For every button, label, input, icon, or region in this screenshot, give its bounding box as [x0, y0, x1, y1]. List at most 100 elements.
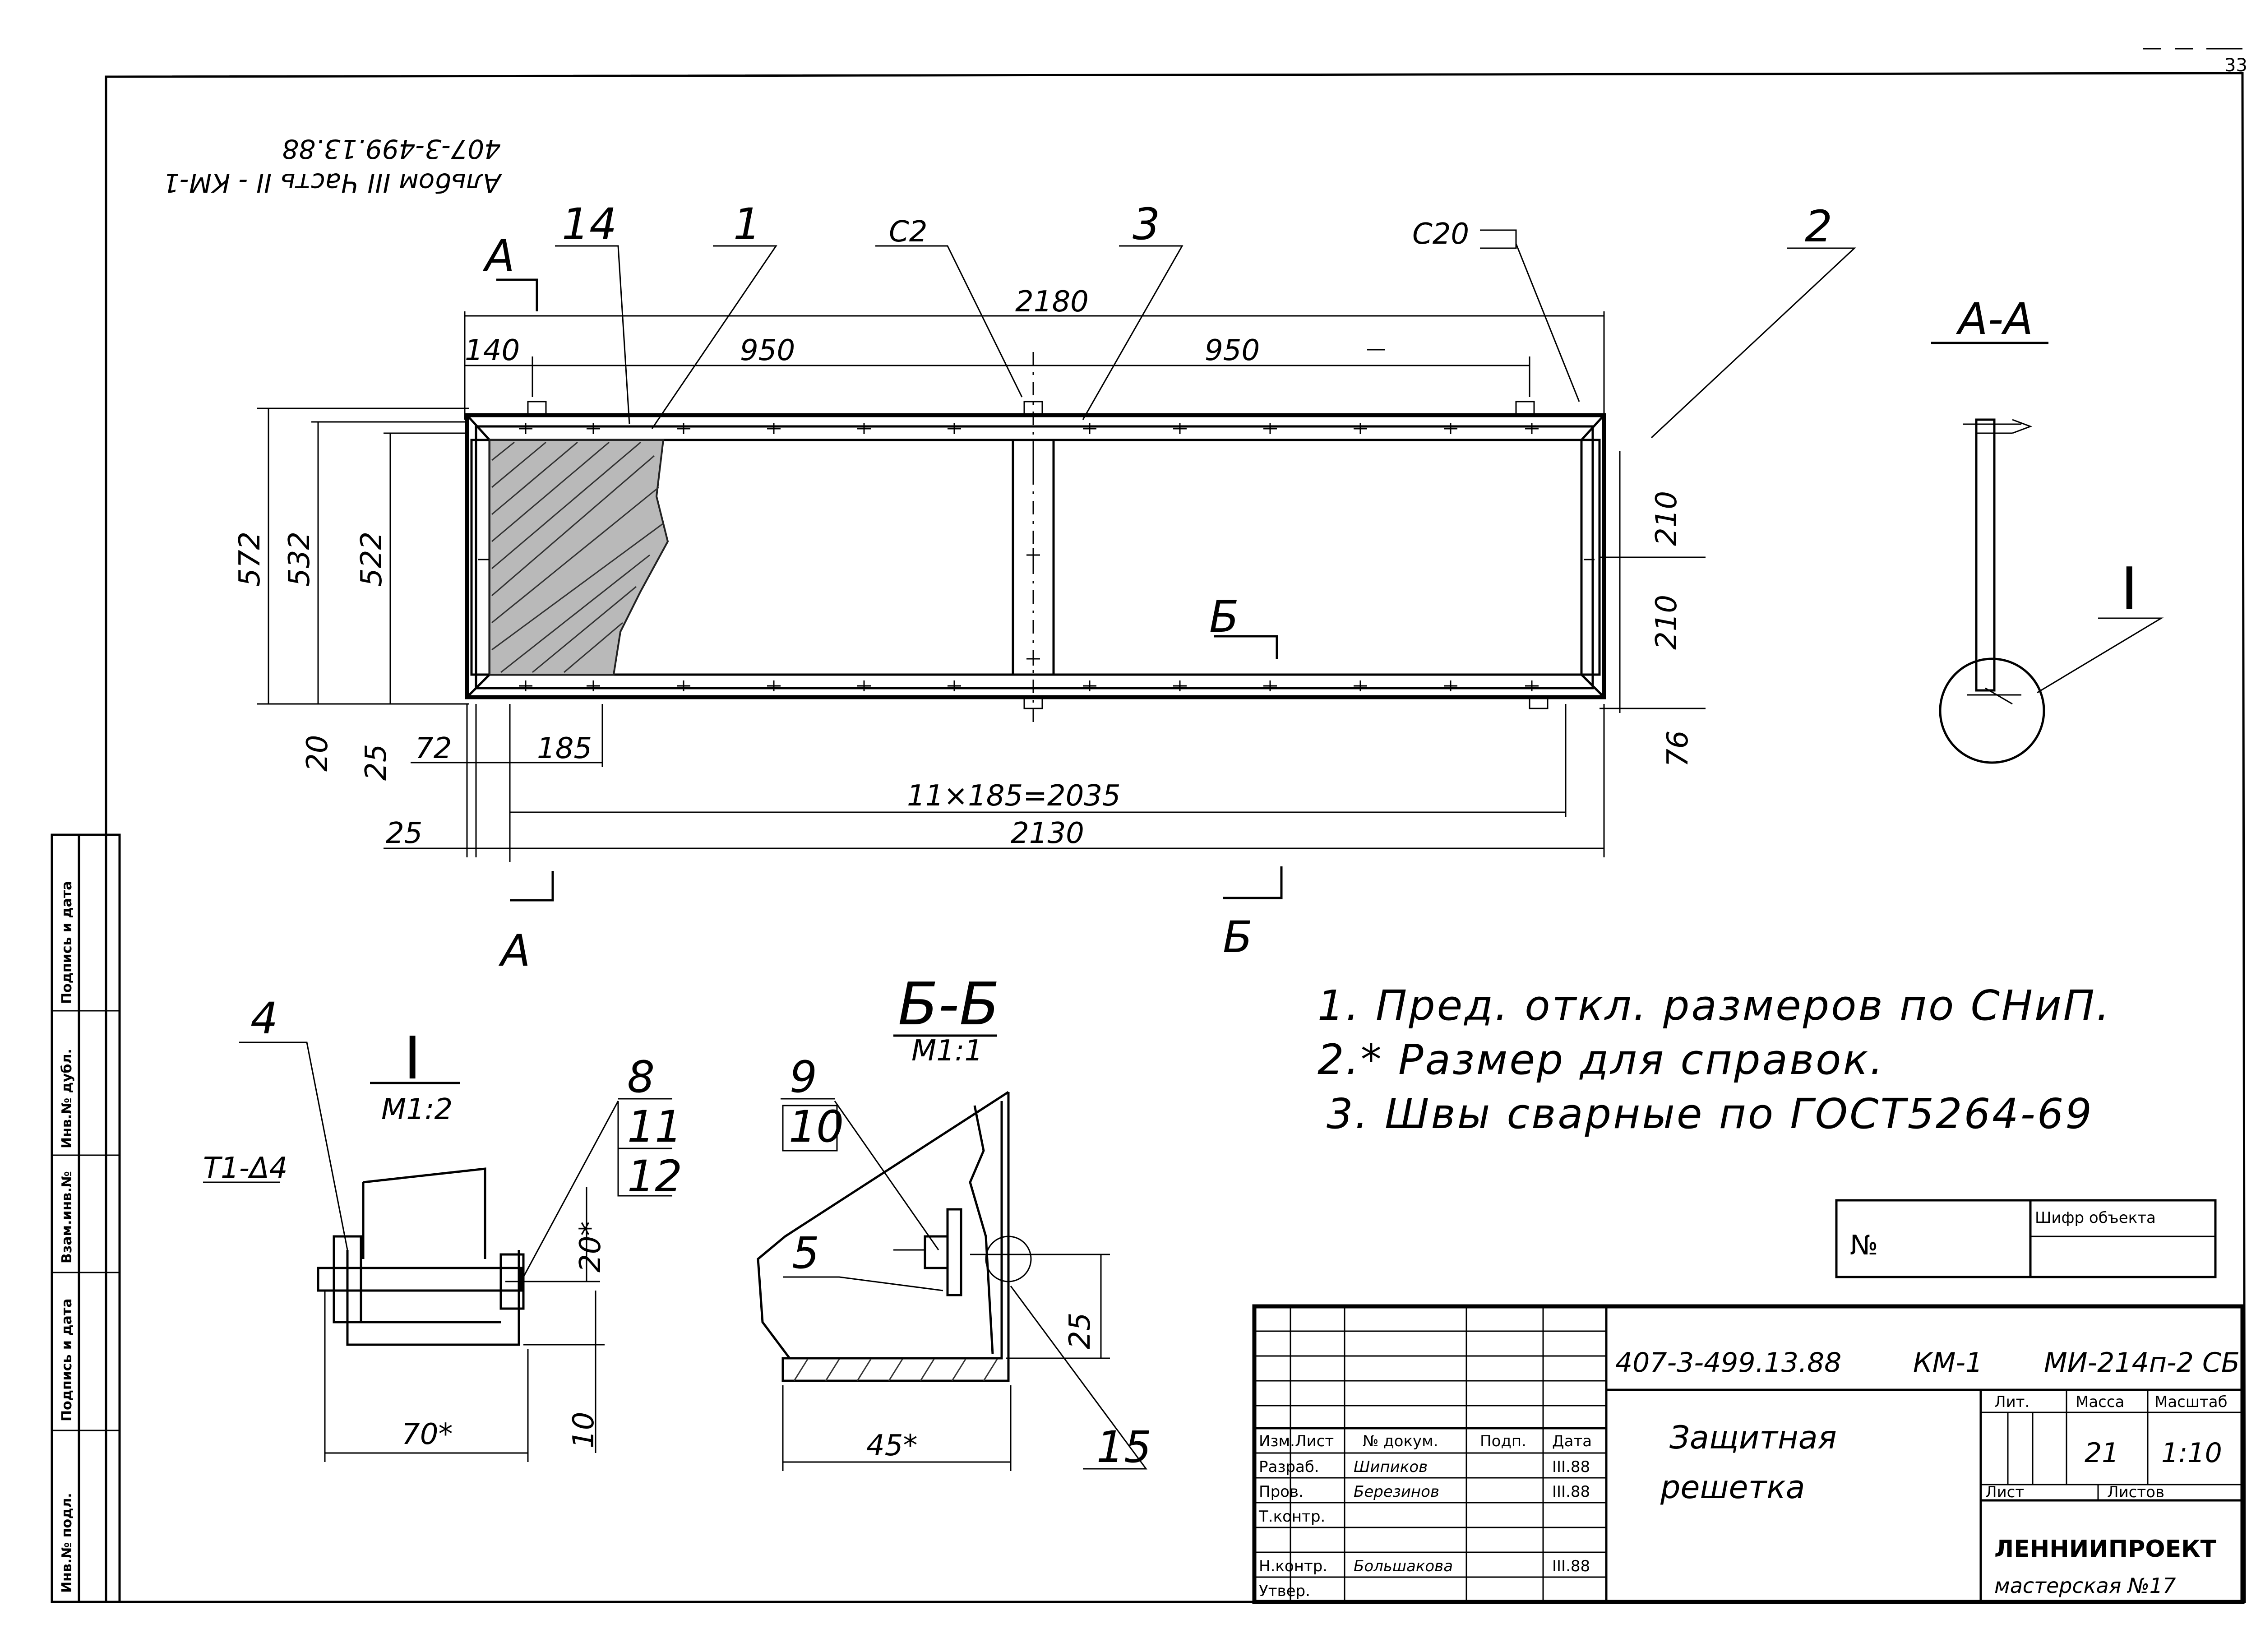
col-header-sign: Подп. — [1480, 1432, 1526, 1450]
title-block: 407-3-499.13.88 КМ-1 МИ-214п-2 СБ Защитн… — [1252, 1304, 2245, 1604]
doc-mark: КМ-1 — [1913, 1347, 1983, 1379]
sheet-frame: 33 — [105, 48, 2247, 1603]
col-header-doc: № докум. — [1363, 1432, 1438, 1450]
section-bb-label-5: 5 — [792, 1228, 819, 1278]
notes: 1. Пред. откл. размеров по СНиП. 2.* Раз… — [1318, 981, 2111, 1138]
dim-left-offset: 140 — [465, 334, 520, 367]
dim-right-lower: 210 — [1650, 595, 1683, 650]
detail-i-label-12: 12 — [627, 1151, 682, 1202]
section-markers: А А Б Б — [482, 231, 1283, 976]
sheets-label: Листов — [2107, 1483, 2164, 1501]
mesh-fill — [489, 439, 669, 676]
item-label-1: 1 — [733, 199, 761, 250]
dim-overall-length: 2180 — [1015, 285, 1089, 319]
title-line-1: Защитная — [1669, 1419, 1837, 1456]
detail-i-dim-height: 20* — [574, 1222, 607, 1273]
dim-right-76: 76 — [1661, 731, 1695, 767]
dim-height-outer: 572 — [233, 532, 267, 587]
dim-edge-72: 72 — [415, 732, 452, 765]
album-stamp: 407-3-499.13.88 Альбом III Часть II - КМ… — [163, 134, 503, 198]
album-stamp-line1: 407-3-499.13.88 — [282, 134, 501, 164]
detail-i-label-11: 11 — [627, 1101, 682, 1152]
row-role-4: Н.контр. — [1259, 1557, 1327, 1575]
row-date-1: III.88 — [1552, 1458, 1590, 1476]
section-b-b: Б-Б М1:1 9 10 5 15 25 45* — [757, 970, 1151, 1472]
section-mark-a-top: А — [482, 231, 515, 281]
scale-value: 1:10 — [2161, 1437, 2222, 1469]
workshop: мастерская №17 — [1994, 1573, 2176, 1598]
section-a-a: А-А I — [1931, 294, 2164, 764]
item-label-2: 2 — [1805, 201, 1832, 252]
dim-right-upper: 210 — [1650, 491, 1683, 546]
section-mark-a-bottom: А — [498, 925, 531, 976]
section-bb-label-10: 10 — [789, 1101, 844, 1152]
section-bb-label-9: 9 — [790, 1052, 817, 1102]
dim-bay-1: 950 — [740, 334, 795, 367]
section-bb-dim-height: 25 — [1063, 1313, 1097, 1349]
row-role-2: Пров. — [1259, 1483, 1304, 1501]
row-name-1: Шипиков — [1354, 1458, 1428, 1476]
row-role-3: Т.контр. — [1258, 1508, 1325, 1526]
side-strip-cell-3: Взам.инв.№ — [59, 1171, 75, 1263]
sheet-label: Лист — [1985, 1483, 2024, 1501]
mass-value: 21 — [2085, 1437, 2119, 1469]
row-date-2: III.88 — [1552, 1483, 1590, 1501]
scale-header: Масштаб — [2154, 1393, 2228, 1411]
section-aa-callout: I — [2121, 555, 2138, 623]
note-3: 3. Швы сварные по ГОСТ5264-69 — [1327, 1090, 2094, 1138]
dim-pitch-185: 185 — [537, 732, 592, 765]
drawing-code: МИ-214п-2 СБ — [2044, 1347, 2240, 1379]
section-aa-title: А-А — [1956, 294, 2033, 344]
dim-bay-2: 950 — [1205, 334, 1260, 367]
side-strip-cell-4: Инв.№ дубл. — [59, 1049, 75, 1148]
album-stamp-line2: Альбом III Часть II - КМ-1 — [163, 167, 503, 198]
item-leaders: 14 1 С2 3 С20 2 — [555, 199, 1856, 439]
side-strip-cell-1: Инв.№ подл. — [59, 1493, 75, 1593]
detail-i-dim-width: 70* — [402, 1418, 453, 1451]
detail-i-label-4: 4 — [250, 993, 278, 1044]
item-label-c20: С20 — [1412, 217, 1469, 251]
dim-left-25: 25 — [386, 817, 422, 850]
col-header-date: Дата — [1552, 1432, 1592, 1450]
item-label-c2: С2 — [889, 215, 927, 249]
detail-i-title: I — [404, 1024, 421, 1092]
dim-inner-length: 2130 — [1011, 817, 1084, 850]
section-bb-title: Б-Б — [898, 970, 999, 1038]
item-label-3: 3 — [1133, 199, 1160, 250]
dim-height-inner: 522 — [355, 532, 388, 587]
row-role-5: Утвер. — [1259, 1582, 1310, 1600]
number-box-header: Шифр объекта — [2035, 1209, 2156, 1227]
section-bb-scale: М1:1 — [911, 1034, 983, 1068]
row-name-2: Березинов — [1354, 1483, 1439, 1501]
mass-header: Масса — [2076, 1393, 2124, 1411]
organization: ЛЕННИИПРОЕКТ — [1994, 1536, 2217, 1563]
number-box-label: № — [1850, 1230, 1878, 1261]
detail-i-dim-bottom: 10 — [567, 1412, 601, 1448]
detail-i-label-8: 8 — [627, 1052, 655, 1102]
lit-header: Лит. — [1994, 1393, 2029, 1411]
dim-bottom-left-25: 25 — [360, 744, 393, 781]
row-name-4: Большакова — [1354, 1557, 1453, 1575]
main-grille-view — [465, 352, 1606, 722]
note-1: 1. Пред. откл. размеров по СНиП. — [1318, 981, 2111, 1030]
section-mark-b-bottom: Б — [1223, 912, 1253, 963]
dim-bottom-left-20: 20 — [301, 735, 334, 772]
section-mark-b-mid: Б — [1209, 592, 1239, 642]
dim-height-mid: 532 — [283, 532, 316, 587]
page-number: 33 — [2224, 55, 2247, 76]
note-2: 2.* Размер для справок. — [1318, 1036, 1885, 1084]
col-header-izm: Изм. — [1259, 1432, 1295, 1450]
section-bb-dim-width: 45* — [866, 1429, 917, 1462]
dim-pitch-total: 11×185=2035 — [907, 779, 1121, 813]
number-box: № Шифр объекта — [1835, 1199, 2217, 1278]
row-role-1: Разраб. — [1259, 1458, 1319, 1476]
main-view-dimensions: 2180 140 950 950 572 532 522 210 210 76 … — [233, 285, 1706, 862]
col-header-list: Лист — [1295, 1432, 1334, 1450]
side-strip-cell-2: Подпись и дата — [59, 1299, 75, 1421]
title-line-2: решетка — [1660, 1469, 1805, 1506]
side-strip: Инв.№ подл. Подпись и дата Взам.инв.№ Ин… — [51, 833, 121, 1603]
row-date-4: III.88 — [1552, 1557, 1590, 1575]
item-label-14: 14 — [562, 199, 617, 250]
detail-i-scale: М1:2 — [381, 1093, 453, 1126]
